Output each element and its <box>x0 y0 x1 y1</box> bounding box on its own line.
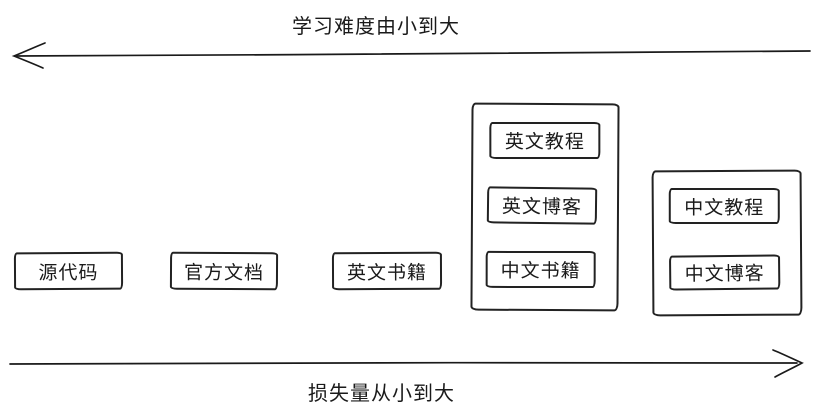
node-english-books-label: 英文书籍 <box>346 262 428 284</box>
arrow-right-icon <box>9 349 804 378</box>
node-chinese-tutorials: 中文教程 <box>668 187 780 225</box>
node-chinese-tutorials-label: 中文教程 <box>684 197 765 219</box>
node-english-tutorials-label: 英文教程 <box>504 131 585 154</box>
node-source-code-label: 源代码 <box>38 262 99 284</box>
node-chinese-blogs-label: 中文博客 <box>684 263 765 286</box>
top-axis-label: 学习难度由小到大 <box>292 16 460 38</box>
node-english-tutorials: 英文教程 <box>489 121 601 160</box>
node-source-code: 源代码 <box>13 251 124 291</box>
node-chinese-books-label: 中文书籍 <box>500 260 581 283</box>
node-chinese-books: 中文书籍 <box>485 250 596 289</box>
node-chinese-blogs: 中文博客 <box>669 254 781 291</box>
node-official-docs: 官方文档 <box>169 251 279 291</box>
group-tutorials-blogs-books: 英文教程 英文博客 中文书籍 <box>470 102 620 312</box>
group-chinese-tutorials-blogs: 中文教程 中文博客 <box>651 169 803 317</box>
node-english-blogs-label: 英文博客 <box>501 196 583 219</box>
node-official-docs-label: 官方文档 <box>183 262 265 284</box>
node-english-books: 英文书籍 <box>331 251 443 291</box>
arrow-left-icon <box>11 42 811 69</box>
bottom-axis-label: 损失量从小到大 <box>308 383 455 405</box>
node-english-blogs: 英文博客 <box>486 186 598 225</box>
